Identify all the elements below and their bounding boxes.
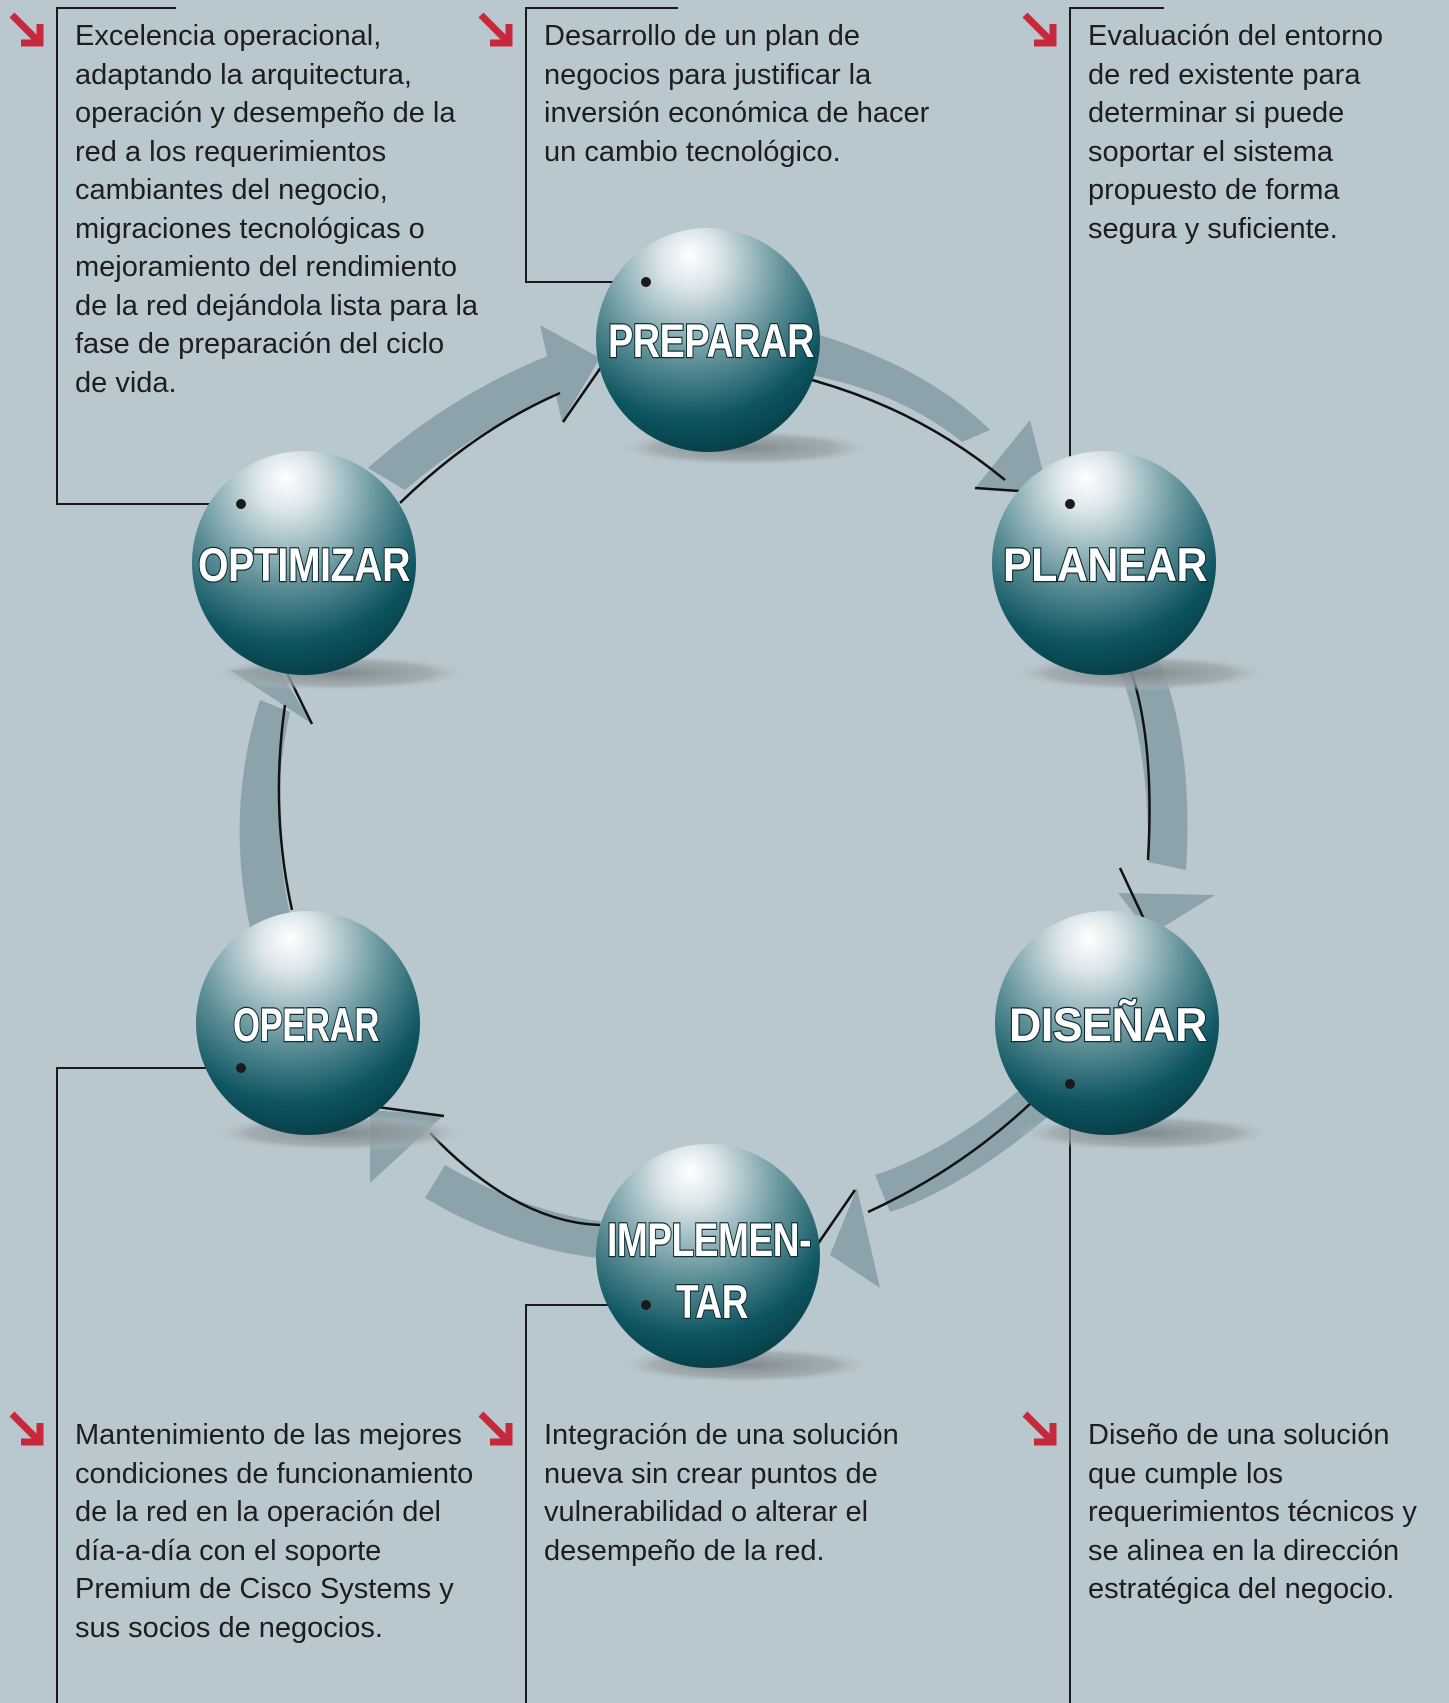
connector-dot (641, 1300, 651, 1310)
description-optimizar: Excelencia operacional, adaptando la arq… (75, 20, 479, 399)
phase-implementar: IMPLEMEN- TAR (596, 1144, 875, 1383)
phase-label-planear: PLANEAR (1003, 538, 1207, 591)
arrow-edge-implementar (813, 1189, 857, 1249)
arrow-down-right-icon (9, 1411, 44, 1446)
sphere (596, 1144, 820, 1368)
phase-preparar: PREPARAR (596, 228, 875, 466)
connector-dots (236, 277, 1075, 1310)
connector-dot (236, 499, 246, 509)
phase-planear: PLANEAR (992, 451, 1270, 691)
phase-disenar: DISEÑAR (995, 911, 1275, 1151)
arrow-edge-operar (369, 1104, 445, 1118)
arrow-preparar-to-planear (810, 335, 1048, 492)
phase-optimizar: OPTIMIZAR (192, 451, 470, 691)
description-disenar: Diseño de una solución que cumple los re… (1088, 1419, 1417, 1605)
phase-label-operar: OPERAR (233, 998, 379, 1051)
arrow-edge-preparar (561, 359, 608, 423)
arrow-down-right-icon (9, 12, 44, 47)
red-markers (9, 12, 1057, 1446)
inner-line-operar-optimizar (277, 704, 294, 911)
phase-label-disenar: DISEÑAR (1009, 998, 1207, 1051)
sphere (995, 911, 1219, 1135)
arrow-disenar-to-implementar (830, 1085, 1050, 1288)
connector-operar (56, 1067, 241, 1703)
connector-dot (641, 277, 651, 287)
sphere (596, 228, 820, 452)
inner-line-disenar-implementar (867, 1101, 1033, 1214)
description-implementar: Integración de una solución nueva sin cr… (544, 1419, 899, 1567)
description-preparar: Desarrollo de un plan de negocios para j… (544, 20, 930, 168)
arrow-down-right-icon (478, 12, 513, 47)
connector-dot (236, 1063, 246, 1073)
connector-planear (1069, 7, 1164, 504)
phase-label-optimizar: OPTIMIZAR (198, 538, 410, 591)
phase-label-implementar-line2: TAR (676, 1275, 748, 1328)
arrow-down-right-icon (1022, 12, 1057, 47)
description-planear: Evaluación del entorno de red existente … (1088, 20, 1384, 245)
arrow-optimizar-to-preparar (368, 325, 600, 490)
sphere (192, 451, 416, 675)
phase-label-implementar-line1: IMPLEMEN- (607, 1213, 811, 1266)
connector-lines (56, 7, 1164, 1703)
connector-dot (1065, 1079, 1075, 1089)
connector-implementar (525, 1304, 646, 1703)
sphere (992, 451, 1216, 675)
connector-optimizar (56, 7, 241, 505)
connector-preparar (525, 7, 678, 283)
sphere (196, 911, 420, 1135)
arrow-down-right-icon (1022, 1411, 1057, 1446)
inner-line-optimizar-preparar (399, 391, 561, 504)
inner-line-implementar-operar (429, 1132, 601, 1227)
phase-operar: OPERAR (196, 911, 470, 1151)
inner-line-preparar-planear (811, 378, 1006, 481)
phase-label-preparar: PREPARAR (608, 314, 814, 367)
arrow-operar-to-optimizar (230, 668, 312, 928)
connector-dot (1065, 499, 1075, 509)
arrow-down-right-icon (478, 1411, 513, 1446)
description-operar: Mantenimiento de las mejores condiciones… (75, 1419, 474, 1644)
